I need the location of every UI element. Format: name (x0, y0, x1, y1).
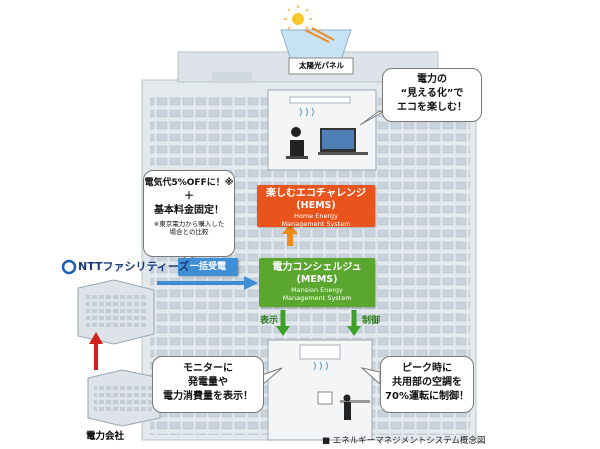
callout-visualize: 電力の “見える化”で エコを楽しむ！ (382, 68, 482, 122)
control-arrowhead (347, 326, 361, 336)
control-label: 制御 (362, 316, 381, 326)
solar-panel-label: 太陽光パネル (299, 61, 344, 70)
callout-discount: 電気代5%OFFに！※ ＋ 基本料金固定！ ※東京電力から購入した 場合との比較 (143, 170, 235, 257)
hems-box: 楽しむエコチャレンジ (HEMS) Home Energy Management… (257, 185, 375, 228)
callout-monitor-line3: 電力消費量を表示！ (163, 391, 253, 402)
callout-discount-note2: 場合との比較 (169, 228, 209, 236)
bulk-power-box: 一括受電 (178, 258, 238, 276)
utility-company-label: 電力会社 (86, 431, 125, 442)
display-label: 表示 (260, 316, 279, 326)
mems-en-line2: Management System (282, 294, 352, 302)
callout-visualize-line1: 電力の (417, 74, 447, 85)
callout-visualize-line2: “見える化”で (400, 88, 464, 99)
callout-discount-note1: ※東京電力から購入した (153, 220, 225, 228)
mems-box: 電力コンシェルジュ (MEMS) Mansion Energy Manageme… (259, 258, 375, 307)
callout-peak-line1: ピーク時に (402, 363, 452, 374)
display-arrowhead (276, 326, 290, 336)
callout-monitor-line2: 発電量や (188, 377, 228, 388)
hems-abbr: (HEMS) (296, 200, 336, 211)
hems-title: 楽しむエコチャレンジ (266, 188, 366, 199)
callout-discount-line1: 電気代5%OFFに！※ (144, 178, 234, 188)
callout-monitor-line1: モニターに (183, 363, 233, 374)
hems-en-line2: Management System (281, 220, 351, 228)
callout-peak: ピーク時に 共用部の空調を 70%運転に制御！ (380, 356, 474, 413)
mems-abbr: (MEMS) (296, 274, 338, 285)
callout-monitor: モニターに 発電量や 電力消費量を表示！ (152, 356, 264, 413)
bulk-arrowhead (244, 276, 258, 290)
callout-visualize-line3: エコを楽しむ！ (397, 102, 467, 113)
utility-arrowhead (89, 332, 103, 344)
figure-caption: ■ エネルギーマネジメントシステム概念図 (322, 436, 486, 446)
hems-en-line1: Home Energy (293, 212, 339, 220)
ntt-facilities-logo: NTTファシリティーズ (78, 260, 190, 273)
mems-title: 電力コンシェルジュ (272, 262, 362, 273)
callout-discount-plus: ＋ (184, 191, 194, 202)
callout-peak-line3: 70%運転に制御！ (385, 391, 469, 402)
callout-peak-line2: 共用部の空調を (392, 377, 462, 388)
callout-discount-line3: 基本料金固定！ (154, 205, 224, 216)
mems-en-line1: Mansion Energy (291, 286, 343, 294)
hems-arrowhead (282, 224, 298, 234)
